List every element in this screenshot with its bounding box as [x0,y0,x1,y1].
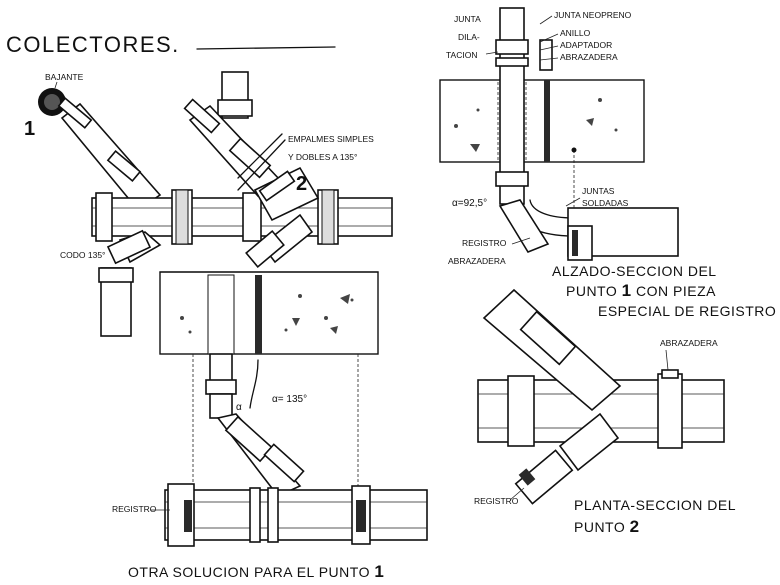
codo-fitting [106,229,152,265]
empalmes-label-2: Y DOBLES A 135° [288,152,357,162]
junta-dilatacion-3: TACION [446,50,477,60]
registro-plan-label: REGISTRO [474,496,519,506]
junta-dilatacion-2: DILA- [458,32,480,42]
planta-caption-1: PLANTA-SECCION DEL [574,497,736,513]
sheet-title: COLECTORES. [6,32,180,57]
otra-solucion-caption: OTRA SOLUCION PARA EL PUNTO 1 [128,562,384,581]
concrete-slab [159,271,379,355]
title-underline [196,46,336,50]
codo-label: CODO 135° [60,250,105,260]
diagram-bottom-right: ABRAZADERA REGISTRO PLANTA-SECCION DEL P… [474,288,736,536]
registro-label-right: REGISTRO [462,238,507,248]
abrazadera-top-label: ABRAZADERA [560,52,618,62]
main-collector [91,197,393,237]
planta-caption-2: PUNTO 2 [574,517,640,536]
bottom-collector [164,489,428,541]
empalmes-label-1: EMPALMES SIMPLES [288,134,374,144]
junta-neopreno-label: JUNTA NEOPRENO [554,10,632,20]
bajante-label: BAJANTE [45,72,84,82]
adaptador-label: ADAPTADOR [560,40,612,50]
diagram-bottom-left: α α= 135° REGISTRO OTRA SOLUCION PARA EL… [112,271,428,581]
alpha-135-label: α= 135° [272,394,307,405]
juntas-label-2: SOLDADAS [582,198,629,208]
anillo-label: ANILLO [560,28,591,38]
title-block: COLECTORES. [6,32,336,57]
alpha-label-mid: α [236,402,242,413]
juntas-label-1: JUNTAS [582,186,615,196]
number-2-label: 2 [296,173,307,195]
alzado-caption-1: ALZADO-SECCION DEL [552,263,717,279]
diagram-top-right: JUNTA DILA- TACION JUNTA NEOPRENO ANILLO… [439,7,776,319]
alzado-caption-2: PUNTO 1 CON PIEZA [566,281,716,300]
concrete-slab-right [439,79,645,163]
abrazadera-label-right: ABRAZADERA [448,256,506,266]
alpha-925-label: α=92,5° [452,198,487,209]
diagram-top-left: BAJANTE 1 CODO 135° [24,71,393,337]
number-1-label: 1 [24,118,35,140]
registro-label-bottom: REGISTRO [112,504,157,514]
junta-dilatacion-1: JUNTA [454,14,481,24]
alzado-caption-3: ESPECIAL DE REGISTRO [598,303,776,319]
abrazadera-plan-label: ABRAZADERA [660,338,718,348]
